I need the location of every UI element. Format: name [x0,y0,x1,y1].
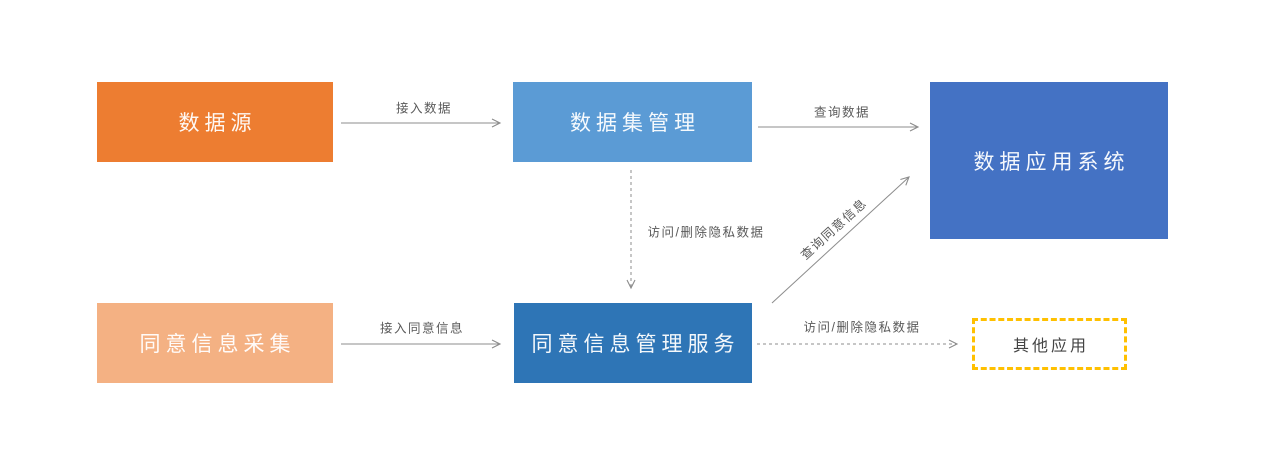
node-consent-info-management-service: 同意信息管理服务 [514,303,752,383]
node-consent-info-collection: 同意信息采集 [97,303,333,383]
edge-label-access-delete-private-data-vertical: 访问/删除隐私数据 [647,225,765,240]
node-data-source: 数据源 [97,82,333,162]
edge-label-ingest-consent-info: 接入同意信息 [379,321,465,336]
arrow-query-consent-info-diagonal [771,176,910,304]
node-data-application-system: 数据应用系统 [930,82,1168,239]
edge-label-ingest-data: 接入数据 [395,101,453,116]
edge-label-query-data: 查询数据 [813,105,871,120]
node-dataset-management: 数据集管理 [513,82,752,162]
edge-label-access-delete-private-data-horizontal: 访问/删除隐私数据 [803,320,921,335]
node-other-applications: 其他应用 [972,318,1127,370]
